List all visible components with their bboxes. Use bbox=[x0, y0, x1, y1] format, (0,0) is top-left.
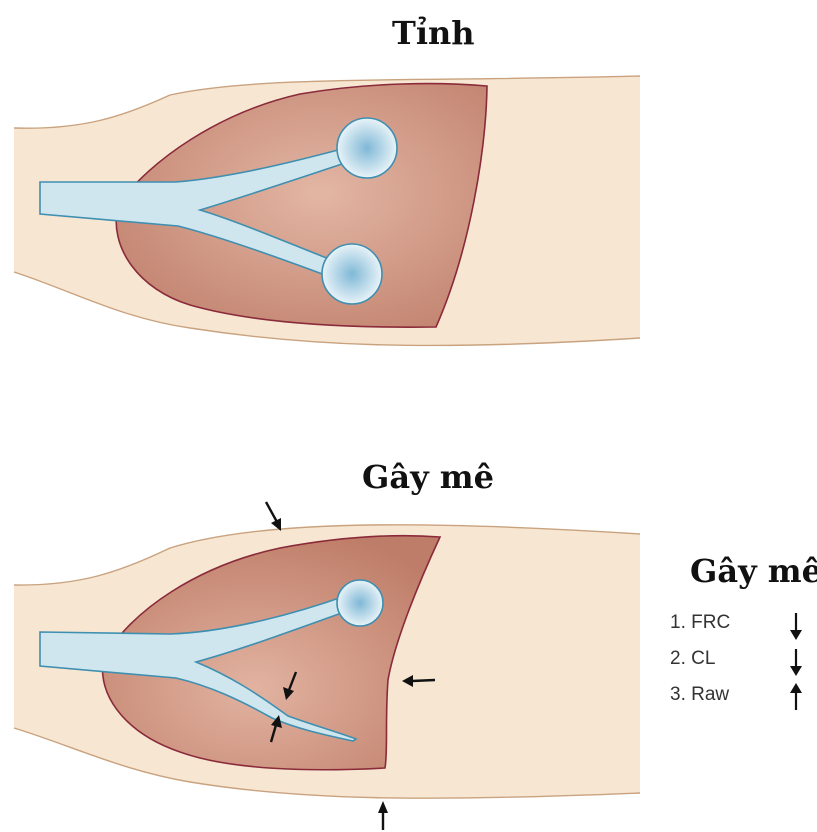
legend-item-frc: 1. FRC bbox=[670, 612, 730, 634]
arrow-down-icon bbox=[786, 611, 806, 641]
legend-item-number: 2. bbox=[670, 648, 686, 669]
legend-item-cl: 2. CL bbox=[670, 648, 715, 670]
legend-item-number: 1. bbox=[670, 612, 686, 633]
awake-panel bbox=[14, 76, 640, 345]
alveolus-anesthesia bbox=[337, 580, 383, 626]
legend-item-label: CL bbox=[691, 648, 715, 669]
legend-item-label: FRC bbox=[691, 612, 730, 633]
legend-item-raw: 3. Raw bbox=[670, 684, 729, 706]
alveolus-upper-awake bbox=[337, 118, 397, 178]
legend-item-number: 3. bbox=[670, 684, 686, 705]
arrow-chest-bottom bbox=[378, 801, 388, 830]
arrow-up-icon bbox=[786, 682, 806, 712]
legend-item-label: Raw bbox=[691, 684, 729, 705]
arrow-chest-top bbox=[266, 502, 281, 531]
arrow-down-icon bbox=[786, 647, 806, 677]
alveolus-lower-awake bbox=[322, 244, 382, 304]
anesthesia-panel bbox=[14, 502, 640, 830]
